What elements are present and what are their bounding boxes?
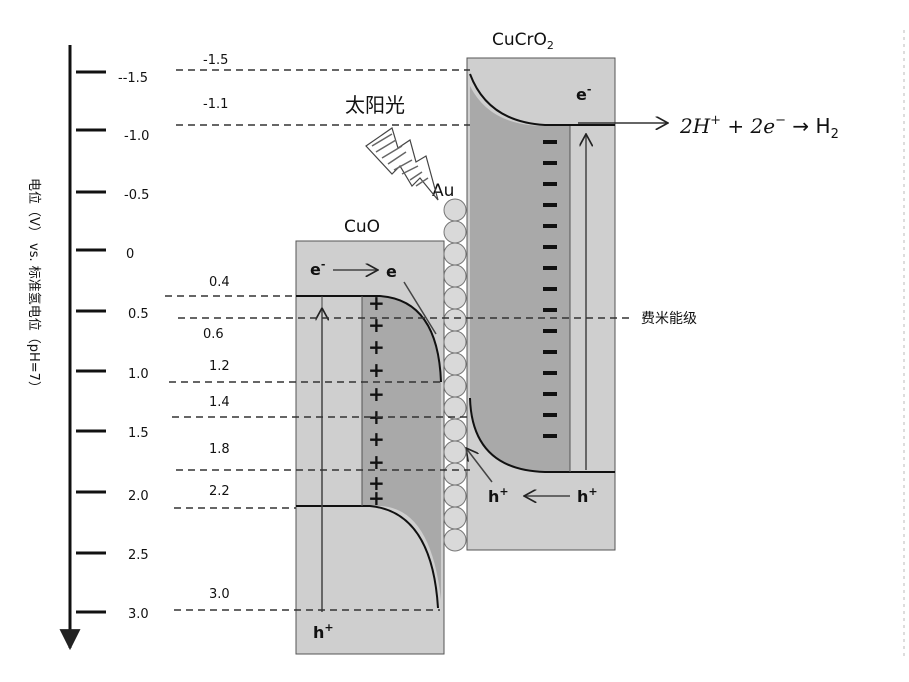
plus-sign: + <box>368 335 385 359</box>
minus-sign <box>543 350 557 354</box>
minus-sign <box>543 245 557 249</box>
plus-sign: + <box>368 486 385 510</box>
minus-sign <box>543 287 557 291</box>
minus-sign <box>543 161 557 165</box>
minus-sign <box>543 224 557 228</box>
plus-sign: + <box>368 382 385 406</box>
cucro2-label: CuCrO2 <box>492 30 554 52</box>
level-label: 0.6 <box>203 327 224 342</box>
level-label: 0.4 <box>209 275 230 290</box>
cuo-electron-label-2: e <box>386 262 397 281</box>
au-particle <box>444 199 466 221</box>
hydrogen-evolution-equation: 2H+ + 2e− → H2 <box>679 113 839 142</box>
minus-sign <box>543 434 557 438</box>
au-particle <box>444 265 466 287</box>
plus-sign: + <box>368 358 385 382</box>
tick-label: 2.0 <box>128 489 149 504</box>
level-label: 1.2 <box>209 359 230 374</box>
level-label: 1.8 <box>209 442 230 457</box>
au-particle <box>444 353 466 375</box>
au-particle <box>444 507 466 529</box>
tick-label: 1.5 <box>128 426 149 441</box>
minus-sign <box>543 140 557 144</box>
au-particle <box>444 529 466 551</box>
au-particle <box>444 485 466 507</box>
minus-sign <box>543 413 557 417</box>
minus-sign <box>543 266 557 270</box>
minus-sign <box>543 182 557 186</box>
level-label: -1.1 <box>203 97 228 112</box>
minus-sign <box>543 308 557 312</box>
au-particle <box>444 243 466 265</box>
minus-sign <box>543 371 557 375</box>
fermi-level-label: 费米能级 <box>641 311 697 327</box>
au-particle <box>444 419 466 441</box>
tick-label: -0.5 <box>124 188 149 203</box>
cuo-plus-signs: + + + + + + + + + + <box>368 291 385 510</box>
tick-label: 0 <box>126 247 134 262</box>
cuo-label: CuO <box>344 217 380 237</box>
level-label: 1.4 <box>209 395 230 410</box>
tick-label: 2.5 <box>128 548 149 563</box>
plus-sign: + <box>368 427 385 451</box>
tick-label: 0.5 <box>128 307 149 322</box>
cucro2-minus-signs <box>543 140 557 438</box>
au-particle <box>444 287 466 309</box>
tick-label: --1.5 <box>118 71 148 86</box>
minus-sign <box>543 329 557 333</box>
au-particle <box>444 441 466 463</box>
minus-sign <box>543 203 557 207</box>
au-particle <box>444 331 466 353</box>
level-label: 2.2 <box>209 484 230 499</box>
au-particle <box>444 463 466 485</box>
tick-label: 1.0 <box>128 367 149 382</box>
sunlight-label: 太阳光 <box>345 93 405 117</box>
au-nanoparticles <box>444 199 466 551</box>
level-label: 3.0 <box>209 587 230 602</box>
au-particle <box>444 397 466 419</box>
au-particle <box>444 375 466 397</box>
au-particle <box>444 309 466 331</box>
au-particle <box>444 221 466 243</box>
tick-label: 3.0 <box>128 607 149 622</box>
axis-ticks <box>76 72 106 612</box>
minus-sign <box>543 392 557 396</box>
level-label: -1.5 <box>203 53 228 68</box>
plus-sign: + <box>368 313 385 337</box>
plus-sign: + <box>368 291 385 315</box>
lightning-bolt-icon <box>366 128 438 200</box>
tick-label: -1.0 <box>124 129 149 144</box>
axis-title: 电位（V） vs. 标准氢电位（pH=7） <box>26 178 41 394</box>
